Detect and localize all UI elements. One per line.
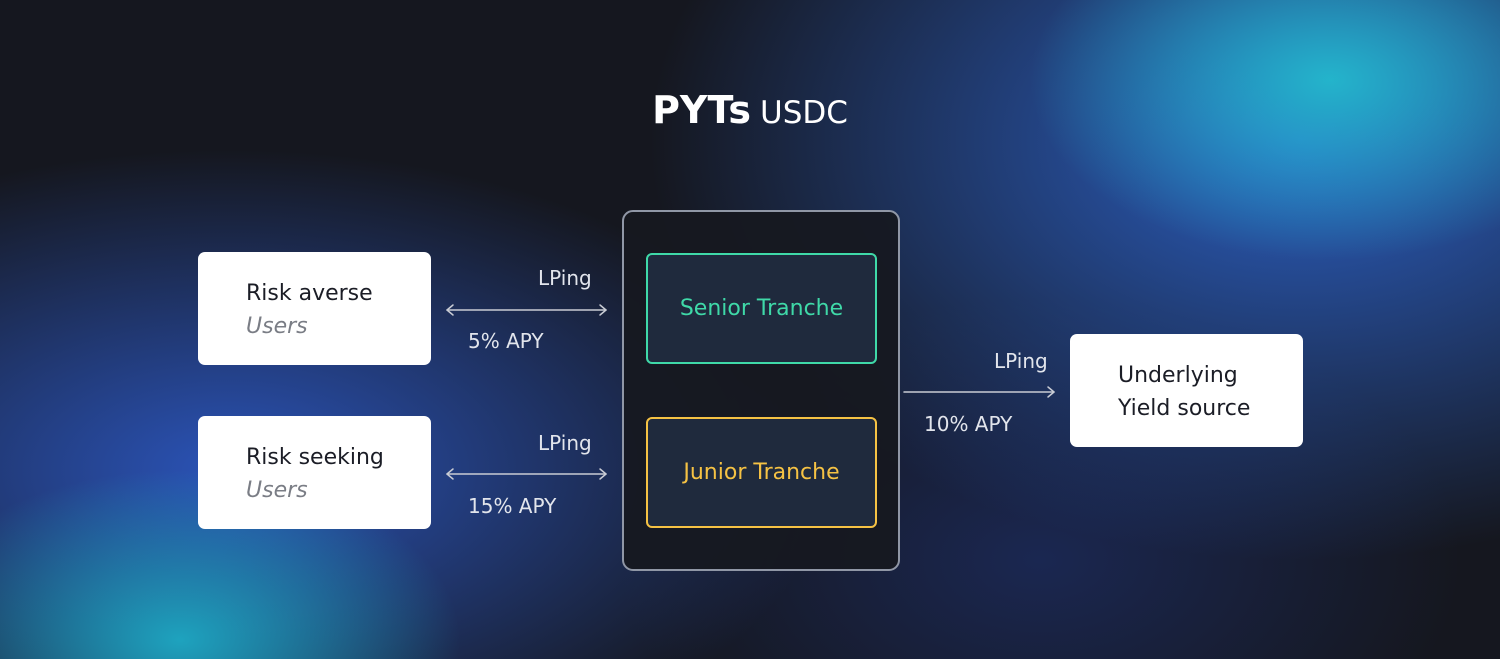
senior-tranche: Senior Tranche: [646, 253, 877, 364]
edge-label-top: LPing: [994, 349, 1048, 373]
node-risk-averse: Risk averse Users: [198, 252, 431, 365]
edge-arrow-risk-averse: [446, 304, 607, 316]
edge-label-bottom: 10% APY: [924, 412, 1013, 436]
node-line-1: Underlying: [1118, 363, 1238, 388]
edge-label-top: LPing: [538, 431, 592, 455]
node-label: Risk seeking: [246, 445, 384, 470]
node-sublabel: Users: [246, 314, 308, 339]
edge-arrow-risk-seeking: [446, 468, 607, 480]
node-label: Risk averse: [246, 281, 373, 306]
edge-label-bottom: 5% APY: [468, 329, 544, 353]
node-line-2: Yield source: [1118, 396, 1251, 421]
node-underlying-yield: Underlying Yield source: [1070, 334, 1303, 447]
edge-label-bottom: 15% APY: [468, 494, 557, 518]
node-risk-seeking: Risk seeking Users: [198, 416, 431, 529]
diagram-title: PYTs USDC: [0, 88, 1500, 132]
junior-tranche-label: Junior Tranche: [683, 460, 840, 485]
node-sublabel: Users: [246, 478, 308, 503]
junior-tranche: Junior Tranche: [646, 417, 877, 528]
title-main: PYTs: [652, 88, 751, 132]
title-sub: USDC: [760, 95, 848, 131]
senior-tranche-label: Senior Tranche: [679, 296, 844, 321]
edge-label-top: LPing: [538, 266, 592, 290]
edge-arrow-yield-source: [903, 386, 1055, 398]
